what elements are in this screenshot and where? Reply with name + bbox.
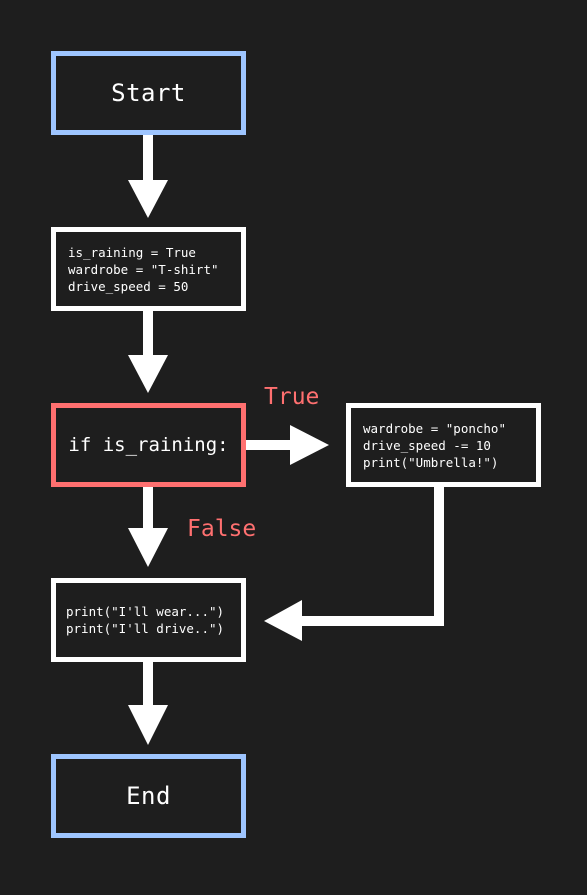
start-label: Start	[111, 79, 186, 107]
output-line: print("I'll drive..")	[66, 621, 225, 636]
end-node: End	[51, 754, 246, 838]
false-branch-label: False	[187, 516, 257, 542]
arrow-init-to-decision-shaft	[143, 311, 153, 358]
true-branch-line: print("Umbrella!")	[363, 454, 499, 470]
arrow-true-to-output-horizontal	[298, 616, 444, 626]
true-branch-line: wardrobe = "poncho"	[363, 420, 506, 436]
arrow-output-to-end-shaft	[143, 662, 153, 709]
arrow-output-to-end-head	[128, 705, 168, 745]
arrow-decision-to-output-head	[128, 528, 168, 567]
start-node: Start	[51, 51, 246, 135]
arrow-true-to-output-head	[264, 600, 302, 641]
arrow-true-to-output-vertical	[434, 487, 444, 626]
output-node: print("I'll wear...") print("I'll drive.…	[51, 578, 246, 662]
true-branch-node: wardrobe = "poncho" drive_speed -= 10 pr…	[346, 403, 541, 487]
arrow-decision-to-true-shaft	[246, 440, 292, 450]
output-line: print("I'll wear...")	[66, 604, 225, 619]
init-line: wardrobe = "T-shirt"	[68, 261, 219, 277]
arrow-decision-to-true-head	[290, 425, 329, 465]
init-line: is_raining = True	[68, 244, 196, 260]
init-line: drive_speed = 50	[68, 278, 189, 294]
decision-node: if is_raining:	[51, 403, 246, 487]
arrow-start-to-init-head	[128, 180, 168, 218]
init-node: is_raining = True wardrobe = "T-shirt" d…	[51, 227, 246, 311]
arrow-init-to-decision-head	[128, 355, 168, 393]
arrow-start-to-init-shaft	[143, 134, 153, 182]
decision-label: if is_raining:	[68, 434, 229, 456]
true-branch-label: True	[264, 384, 320, 410]
arrow-decision-to-output-shaft	[143, 487, 153, 531]
end-label: End	[126, 782, 171, 810]
true-branch-line: drive_speed -= 10	[363, 437, 491, 453]
